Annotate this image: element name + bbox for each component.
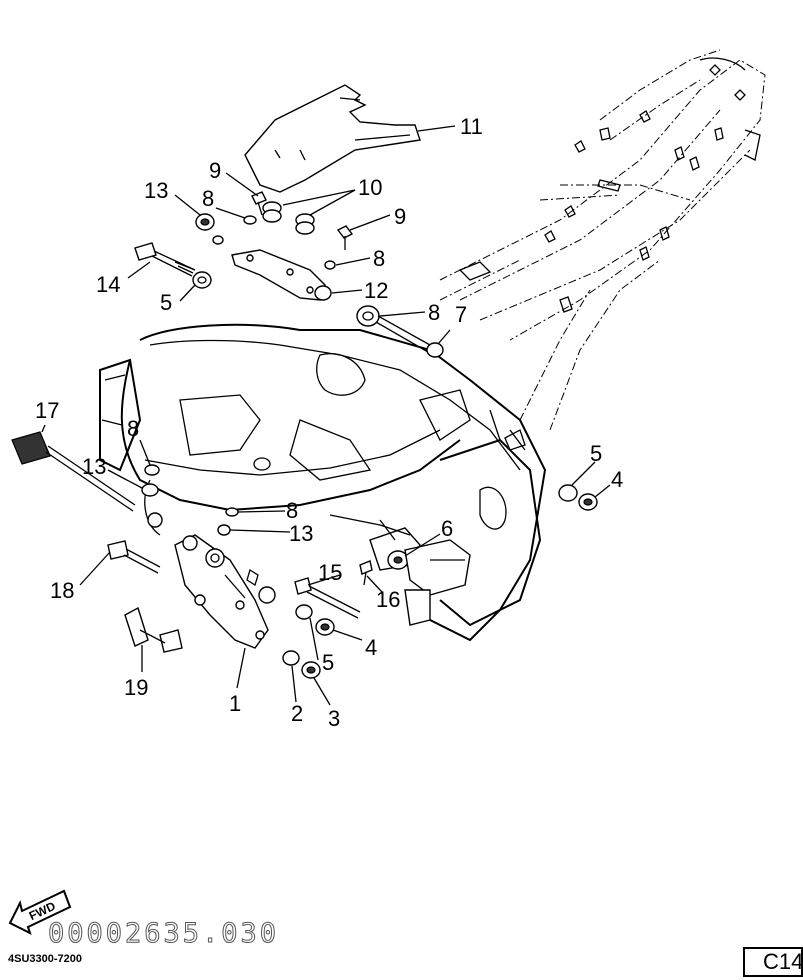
main-frame [99, 323, 547, 642]
callout-8: 8 [428, 300, 440, 325]
page-reference-box: C14 [743, 947, 803, 977]
callout-2: 2 [291, 701, 303, 726]
callout-13: 13 [289, 521, 313, 546]
callout-3: 3 [328, 706, 340, 731]
document-number-watermark: 00002635.030 [47, 918, 280, 950]
lower-right-parts [282, 484, 598, 679]
callout-4: 4 [611, 467, 623, 492]
callout-18: 18 [50, 578, 74, 603]
callout-14: 14 [96, 272, 120, 297]
callout-12: 12 [364, 278, 388, 303]
callout-9: 9 [394, 204, 406, 229]
callout-8: 8 [202, 186, 214, 211]
callout-13: 13 [144, 178, 168, 203]
upper-fasteners [134, 191, 444, 358]
callout-8: 8 [286, 498, 298, 523]
mid-fasteners [217, 507, 276, 604]
callout-5: 5 [590, 441, 602, 466]
top-bracket [231, 249, 326, 301]
callout-19: 19 [124, 675, 148, 700]
callout-17: 17 [35, 398, 59, 423]
callout-5: 5 [160, 290, 172, 315]
callout-7: 7 [455, 302, 467, 327]
callout-5: 5 [322, 650, 334, 675]
callout-10: 10 [358, 175, 382, 200]
callout-16: 16 [376, 587, 400, 612]
callout-9: 9 [209, 158, 221, 183]
callout-15: 15 [318, 560, 342, 585]
engine-bracket [174, 534, 269, 649]
seat-plate [244, 84, 421, 193]
callout-8: 8 [127, 416, 139, 441]
forward-arrow-icon: FWD [8, 889, 72, 935]
callout-1: 1 [229, 691, 241, 716]
drawing-code: 4SU3300-7200 [8, 953, 83, 965]
leader-lines [41, 125, 611, 706]
left-fasteners [11, 431, 183, 653]
callout-4: 4 [365, 635, 377, 660]
callout-11: 11 [460, 114, 483, 139]
callout-8: 8 [373, 246, 385, 271]
callout-6: 6 [441, 516, 453, 541]
callout-13: 13 [82, 454, 106, 479]
callout-labels: 11 9 10 13 8 9 8 14 12 5 8 7 17 8 13 5 4… [35, 114, 623, 731]
rear-subframe [439, 49, 766, 451]
